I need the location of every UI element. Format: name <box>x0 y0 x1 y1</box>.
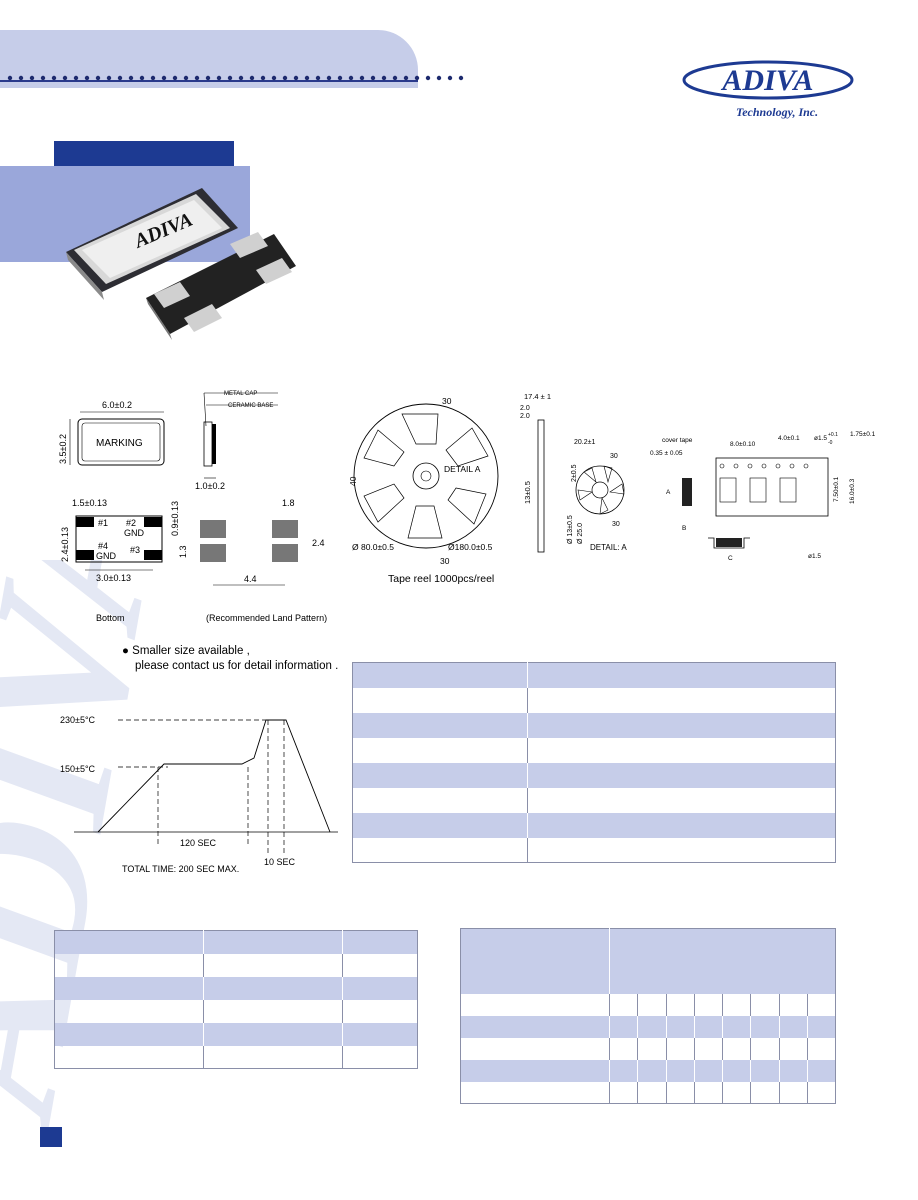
reel-detail-label: DETAIL A <box>444 464 481 474</box>
reel-dia-outer: Ø180.0±0.5 <box>448 542 493 552</box>
reflow-total: TOTAL TIME: 200 SEC MAX. <box>122 864 239 874</box>
table-row <box>54 930 418 954</box>
tape-edge: 1.75±0.1 <box>850 431 876 438</box>
detail-dim-a: 20.2±1 <box>574 439 595 446</box>
pin1-label: #1 <box>98 518 108 528</box>
pad-height-dim: 0.9±0.13 <box>170 501 180 536</box>
height-dim: 3.5±0.2 <box>58 434 68 464</box>
land-pattern-label: (Recommended Land Pattern) <box>206 613 327 623</box>
table-row <box>460 1037 836 1060</box>
header-dots <box>7 75 464 81</box>
reflow-pre-temp: 150±5°C <box>60 764 96 774</box>
tape-w75: 7.50±0.1 <box>833 476 840 502</box>
crystal-photo: ADIVA <box>66 188 296 340</box>
reel-drawing: 30 40 30 DETAIL A Ø 80.0±0.5 Ø180.0±0.5 … <box>348 392 551 585</box>
note-line-1: Smaller size available , <box>132 645 250 657</box>
bullet-icon: ● <box>122 645 129 657</box>
land-height: 1.3 <box>178 545 188 558</box>
pad-width-dim: 1.5±0.13 <box>72 498 107 508</box>
land-pitch: 4.4 <box>244 574 257 584</box>
table-row <box>352 787 836 813</box>
svg-text:Technology, Inc.: Technology, Inc. <box>736 105 818 119</box>
pin4-label: #4 <box>98 541 108 551</box>
table-row <box>460 1081 836 1104</box>
tape-thickness: 0.35 ± 0.05 <box>650 450 683 457</box>
thickness-dim: 1.0±0.2 <box>195 481 225 491</box>
reel-hub: 13±0.5 <box>523 481 532 504</box>
page-corner-mark <box>40 1127 62 1147</box>
pin2-gnd: GND <box>124 528 145 538</box>
reel-w2a: 2.0 <box>520 405 530 412</box>
reflow-peak-time: 10 SEC <box>264 857 296 867</box>
tape-pitch8: 8.0±0.10 <box>730 441 756 448</box>
note-line-2: please contact us for detail information… <box>135 660 339 672</box>
table-row <box>460 1015 836 1038</box>
reflow-peak-temp: 230±5°C <box>60 715 96 725</box>
spec-table <box>352 662 836 863</box>
detail-angle-1: 30 <box>610 453 618 460</box>
land-width: 1.8 <box>282 498 295 508</box>
table-row <box>460 1059 836 1082</box>
table-row <box>54 976 418 1000</box>
table-row <box>54 999 418 1023</box>
cover-tape-label: cover tape <box>662 437 693 444</box>
tape-hole2: ø1.5 <box>808 553 821 560</box>
tape-pitch4: 4.0±0.1 <box>778 435 800 442</box>
land-gap: 2.4 <box>312 538 325 548</box>
tape-w16: 16.0±0.3 <box>849 478 856 504</box>
tape-hole: ø1.5 <box>814 435 827 442</box>
table-row <box>460 993 836 1016</box>
reel-caption: Tape reel 1000pcs/reel <box>388 573 494 585</box>
tape-b: B <box>682 525 686 532</box>
detail-angle-2: 30 <box>612 521 620 528</box>
table-row <box>352 762 836 788</box>
reel-angle-top: 30 <box>442 396 452 406</box>
pad-pitch-h: 3.0±0.13 <box>96 573 131 583</box>
table-row <box>352 712 836 738</box>
bottom-label: Bottom <box>96 613 125 623</box>
reflow-pre-time: 120 SEC <box>180 838 217 848</box>
table-row <box>54 1045 418 1069</box>
marking-label: MARKING <box>96 438 143 449</box>
ordering-table <box>460 928 836 1104</box>
detail-dim-b: 2±0.5 <box>571 464 578 482</box>
table-row <box>352 662 836 688</box>
tape-drawing: cover tape 0.35 ± 0.05 8.0±0.10 4.0±0.1 … <box>650 431 876 562</box>
pin3-label: #3 <box>130 545 140 555</box>
reel-w2b: 2.0 <box>520 413 530 420</box>
tape-a: A <box>666 489 671 496</box>
table-row <box>54 953 418 977</box>
pad-pitch-v: 2.4±0.13 <box>60 527 70 562</box>
reel-angle-bottom: 30 <box>440 556 450 566</box>
detail-label: DETAIL: A <box>590 543 627 552</box>
table-row <box>352 837 836 863</box>
notes: ● Smaller size available , please contac… <box>122 644 338 674</box>
table-row <box>460 928 836 994</box>
reel-width: 17.4 ± 1 <box>524 392 551 401</box>
header-rule <box>0 80 418 82</box>
reel-angle-left: 40 <box>348 476 358 486</box>
table-row <box>352 687 836 713</box>
detail-dia13: Ø 13±0.5 <box>567 515 574 544</box>
tape-hole-tol-p: +0.1 <box>828 432 838 438</box>
svg-text:ADIVA: ADIVA <box>720 64 813 97</box>
tape-hole-tol-m: -0 <box>828 440 833 446</box>
table-row <box>352 737 836 763</box>
pin2-label: #2 <box>126 518 136 528</box>
adiva-logo: ADIVA Technology, Inc. <box>682 60 854 119</box>
reflow-profile-chart: 230±5°C 150±5°C 120 SEC 10 SEC TOTAL TIM… <box>60 715 338 874</box>
detail-a-drawing: 20.2±1 30 30 2±0.5 Ø 13±0.5 Ø 25.0 DETAI… <box>567 439 627 552</box>
ceramic-base-label: CERAMIC BASE <box>228 403 273 409</box>
part-number-table <box>54 930 418 1069</box>
metal-cap-label: METAL CAP <box>224 391 257 397</box>
table-row <box>352 812 836 838</box>
dimension-drawing: METAL CAP CERAMIC BASE 6.0±0.2 MARKING 3… <box>58 391 327 623</box>
tape-c: C <box>728 555 733 562</box>
pin4-gnd: GND <box>96 551 117 561</box>
width-dim: 6.0±0.2 <box>102 400 132 410</box>
reel-dia-inner: Ø 80.0±0.5 <box>352 542 394 552</box>
table-row <box>54 1022 418 1046</box>
detail-dia25: Ø 25.0 <box>577 523 584 544</box>
